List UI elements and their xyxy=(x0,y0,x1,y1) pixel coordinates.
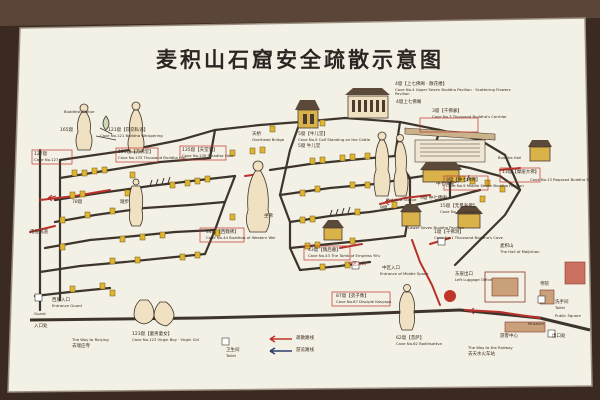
temple-pavilion-top xyxy=(345,88,390,119)
wall-shadow-top xyxy=(0,0,600,26)
temple-pavilion-right xyxy=(528,140,552,162)
ground-path xyxy=(29,308,591,332)
label-cave123-en: Cave No.123 Virgin Boy · Virgin Girl xyxy=(132,337,200,342)
label-entrance-office-cn: 入口处 xyxy=(34,324,48,329)
label-cave78: 78窟 xyxy=(72,200,83,205)
route-arrows xyxy=(47,194,478,315)
label-toilet2-cn: 洗手间 xyxy=(555,300,569,305)
label-entrance-office: Entrance Guard xyxy=(34,317,64,322)
label-cave87-en: Cave No.87 Disciple Kasyapa xyxy=(336,299,392,304)
legend-blue-arrow xyxy=(269,347,292,355)
label-cave9: 9窟【中七佛阁】 xyxy=(446,178,481,183)
label-cave5-sub: 5窟 牛儿堂 xyxy=(298,144,321,149)
label-cave133-en: Cave No.133 Thousand Buddha Hall xyxy=(118,155,187,160)
label-east-exit-en: Left Luggage Office xyxy=(455,277,492,282)
label-cave127-en: Cave No.127 xyxy=(34,157,59,162)
label-cave3: 3窟【千佛廊】 xyxy=(432,109,462,114)
label-cave44: 44窟【西魏佛】 xyxy=(206,230,239,235)
label-south-stair: 南崖栈道 xyxy=(30,230,48,235)
label-cave44-en: Cave No.44 Buddhas of Western Wei xyxy=(206,235,276,240)
label-mid-entry-cn: 中区入口 xyxy=(382,266,400,271)
label-steps: 踏步 xyxy=(120,200,129,205)
label-bridge: Overhead Bridge xyxy=(252,137,285,142)
label-exit-cn: 出口处 xyxy=(552,334,566,339)
label-cave121-en: Cave No.121 Buddha Whispering xyxy=(100,133,163,138)
label-mid-entry: 中区入口 xyxy=(348,262,366,267)
temple-pavilion-lower-1 xyxy=(400,204,422,227)
label-public-square: Public Square xyxy=(555,313,581,318)
label-cave15-en: Cave No.15 Amitabha xyxy=(440,209,482,214)
label-cave43-en: Cave No.43 The Tomb of Empress Yifu xyxy=(308,253,381,258)
label-majia: The Hall of Maijishan xyxy=(500,249,540,254)
label-cave165: 165窟 xyxy=(60,128,74,133)
label-cave1: 1窟【千佛洞】 xyxy=(434,230,464,235)
legend-arrows xyxy=(269,335,292,355)
label-buddhist-statue: Buddhist Statue xyxy=(64,109,95,114)
label-temple: 寺院 xyxy=(540,282,549,287)
temple-pavilion-center xyxy=(322,220,344,241)
label-mid-pavilion: 中七佛阁 xyxy=(436,182,454,187)
label-cave13: 13窟【摩崖大佛】 xyxy=(502,170,540,175)
label-ruiying: The Way to Ruiying xyxy=(72,337,109,342)
label-cave13-en: Cave No.13 Reposed Buddha Statue xyxy=(530,177,599,182)
evacuation-routes xyxy=(29,167,541,319)
label-cave1-en: Cave No.1 Thousand Buddha's Cave xyxy=(434,235,503,240)
label-cave135: 135窟【天堂洞】 xyxy=(182,148,218,153)
label-cave9-sub: 9窟 中七佛阁 xyxy=(420,196,447,201)
label-bridge-cn: 天桥 xyxy=(252,132,261,137)
label-mid-entry-en: Entrance of Middle Space xyxy=(380,271,429,276)
label-toilet2: Toilet xyxy=(555,305,565,310)
label-toilet: Toilet xyxy=(226,353,236,358)
label-bodhi-statue: Buddhist Statue xyxy=(386,197,417,202)
label-cave121: 121窟【窃窃私语】 xyxy=(108,128,149,133)
legend-tour: 游览路线 xyxy=(296,348,314,353)
label-cave4-en: Cave No.4 Upper Seven Buddha Pavilion · … xyxy=(395,87,511,97)
label-cave87: 87窟【弟子像】 xyxy=(336,294,369,299)
label-lower-pavilion: Lower Seven Buddha Pavilion xyxy=(408,225,464,230)
legend-red-arrow xyxy=(269,335,292,343)
label-railway-cn: 去天水火车站 xyxy=(468,352,495,357)
label-cave3-en: Cave No.3 Thousand Buddha's Corridor xyxy=(432,114,507,119)
cave-markers xyxy=(59,119,506,297)
label-visitor-center: 游客中心 xyxy=(500,334,518,339)
label-cave123: 123窟【童男童女】 xyxy=(132,332,173,337)
thousand-buddha-corridor xyxy=(404,127,496,163)
legend-evacuation: 疏散路线 xyxy=(296,336,314,341)
label-cave62-en: Cave No.62 Bodhisattva xyxy=(396,341,442,346)
label-west-entry-en: Entrance Guard xyxy=(52,303,82,308)
label-west-entry: 西崖入口 xyxy=(52,298,70,303)
label-cave4-up: 4窟上七佛阁 xyxy=(396,100,422,105)
label-museum: Museum xyxy=(528,321,545,326)
label-cave133: 133窟【万佛堂】 xyxy=(118,150,154,155)
label-cave15: 15窟【无量寿佛】 xyxy=(440,204,478,209)
label-cave43: 43窟【魏后墓】 xyxy=(308,248,341,253)
label-cave135-en: Cave No.135 Paradise Hole xyxy=(182,153,234,158)
label-toilet-cn: 卫生间 xyxy=(226,348,240,353)
you-are-here-marker xyxy=(444,290,456,302)
label-cave9-en: Cave No.9 Middle Seven Buddha Pavilion xyxy=(446,183,524,188)
label-sitting-buddha: 坐佛 xyxy=(264,214,273,219)
label-railway: The Way to the Railway xyxy=(468,345,513,350)
label-buddha-hall: Buddha Hall xyxy=(498,155,522,160)
facility-icons xyxy=(34,237,556,346)
label-cave5-en: Cave No.5 Calf Standing on the Cattle xyxy=(298,137,371,142)
label-cave127: 127窟 xyxy=(34,152,48,157)
label-guard: Guard xyxy=(34,311,46,316)
temple-pavilion-left xyxy=(295,100,320,129)
map-title: 麦积山石窟安全疏散示意图 xyxy=(156,47,444,72)
label-majia-cn: 麦积山 xyxy=(500,244,514,249)
label-east-exit: 东崖出口 xyxy=(455,272,473,277)
label-cave5: 5窟【牛儿堂】 xyxy=(298,132,328,137)
label-cave9b: 9窟 xyxy=(380,206,388,211)
label-ruiying-cn: 去瑞应寺 xyxy=(72,344,90,349)
label-cave4: 4窟【上七佛阁 · 散花楼】 xyxy=(395,82,448,87)
label-cave62: 62窟【菩萨】 xyxy=(396,336,425,341)
